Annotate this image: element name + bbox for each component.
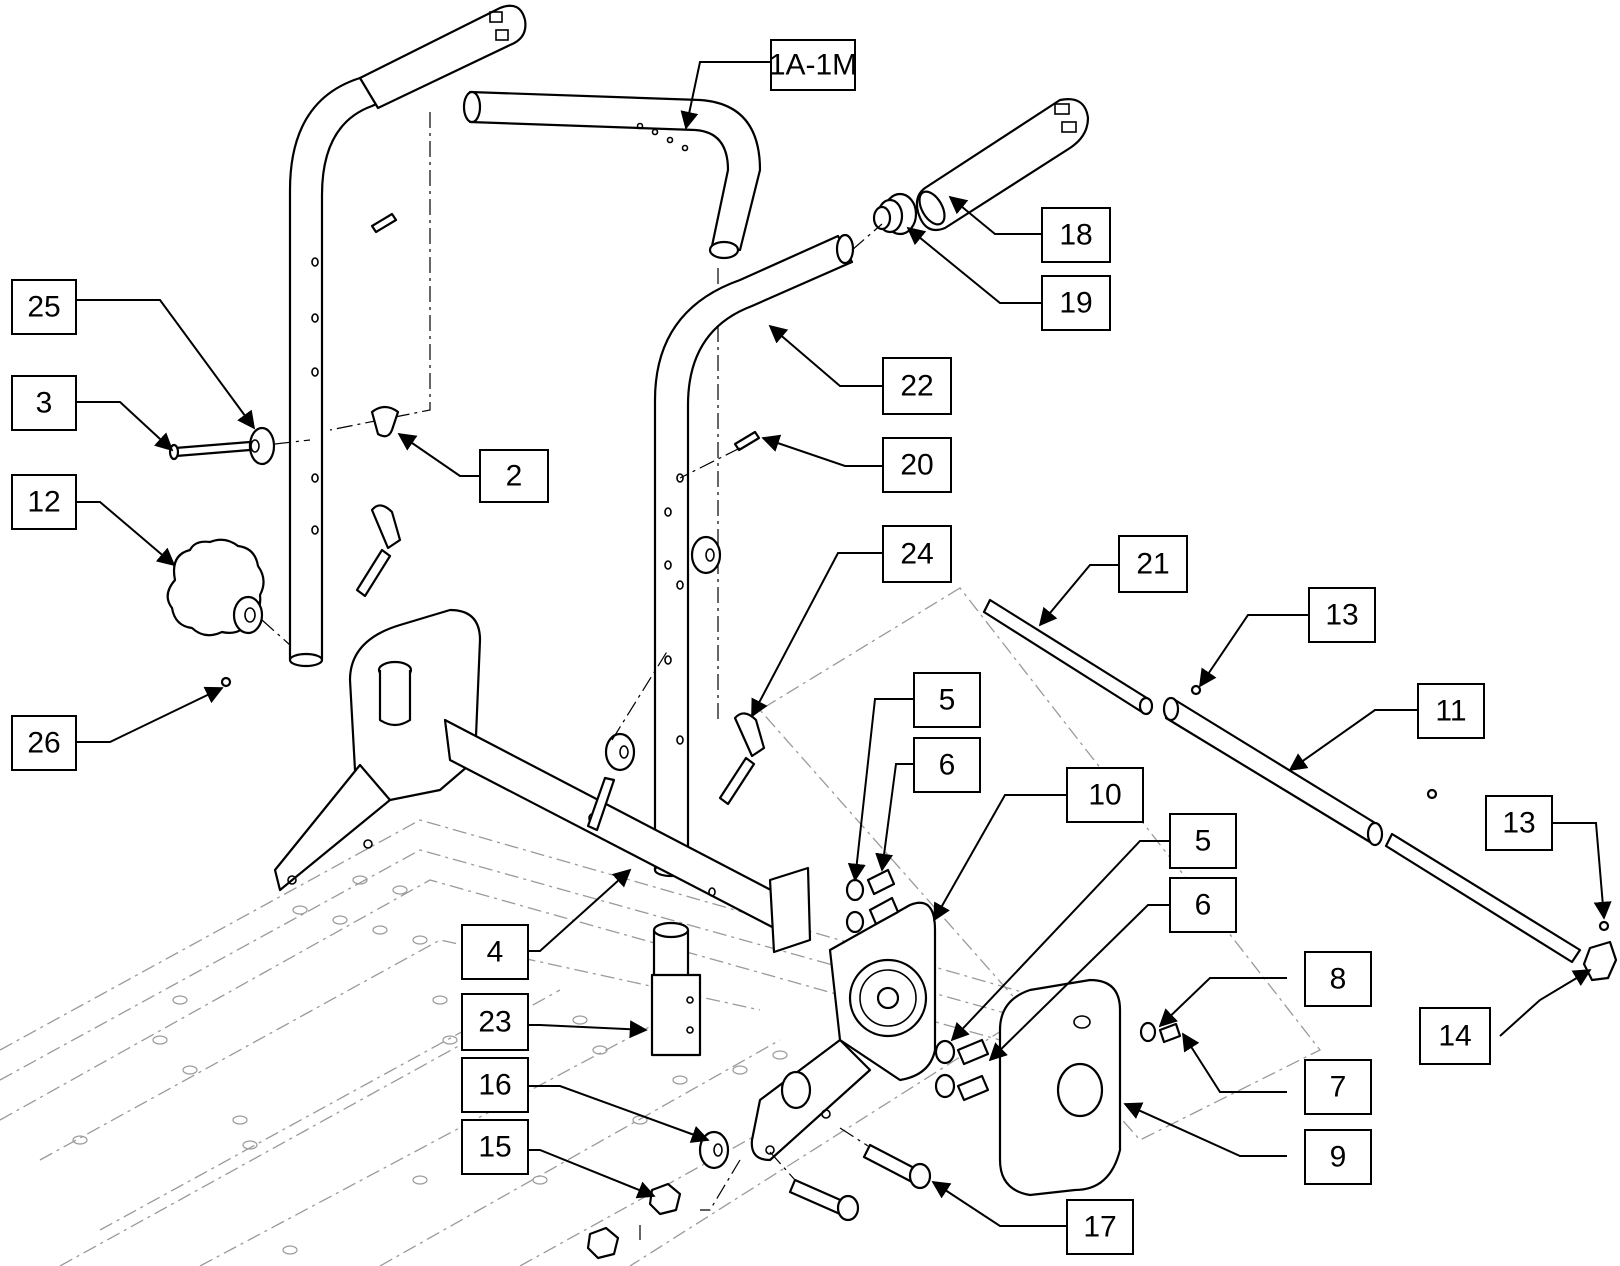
callout-label: 2 bbox=[506, 460, 523, 493]
bumper-part bbox=[698, 1130, 730, 1170]
callout-label: 3 bbox=[36, 387, 53, 420]
spacer-part bbox=[690, 535, 722, 575]
right-handle-part bbox=[653, 233, 855, 878]
callout-2: 2 bbox=[479, 449, 549, 503]
callout-label: 12 bbox=[27, 486, 60, 519]
callout-label: 26 bbox=[27, 727, 60, 760]
callout-22: 22 bbox=[882, 357, 952, 415]
callout-label: 21 bbox=[1136, 548, 1169, 581]
nut-upper-part bbox=[648, 1182, 682, 1216]
callout-label: 11 bbox=[1435, 695, 1466, 728]
left-lever-part bbox=[355, 504, 402, 598]
callout-18: 18 bbox=[1041, 207, 1111, 263]
upper-screw-part bbox=[370, 212, 398, 234]
callout-13-lower: 13 bbox=[1485, 795, 1553, 851]
gear-plate-part bbox=[750, 901, 937, 1162]
callout-label: 7 bbox=[1330, 1071, 1347, 1104]
callout-13-upper: 13 bbox=[1308, 587, 1376, 643]
callout-19: 19 bbox=[1041, 275, 1111, 331]
callout-4: 4 bbox=[461, 924, 529, 980]
back-cane-part bbox=[462, 90, 762, 260]
callout-label: 16 bbox=[478, 1069, 511, 1102]
post-part bbox=[650, 921, 702, 1057]
callout-3: 3 bbox=[11, 375, 77, 431]
right-lever-part bbox=[718, 712, 766, 806]
callout-label: 5 bbox=[1195, 825, 1212, 858]
callout-label: 13 bbox=[1502, 807, 1535, 840]
callout-8: 8 bbox=[1304, 951, 1372, 1007]
callout-24: 24 bbox=[882, 525, 952, 583]
callout-25: 25 bbox=[11, 279, 77, 335]
callout-label: 19 bbox=[1059, 287, 1092, 320]
nut-lower-part bbox=[586, 1226, 620, 1260]
callout-1A-1M: 1A-1M bbox=[769, 39, 857, 91]
screw-20-part bbox=[733, 430, 761, 452]
set-screw-part bbox=[220, 676, 232, 688]
long-bolts-part bbox=[788, 1143, 932, 1222]
callout-label: 20 bbox=[900, 449, 933, 482]
callout-label: 15 bbox=[478, 1131, 511, 1164]
callout-label: 6 bbox=[1195, 889, 1212, 922]
callout-label: 13 bbox=[1325, 599, 1358, 632]
callout-17: 17 bbox=[1066, 1199, 1134, 1255]
screw-washers-upper bbox=[845, 868, 900, 934]
set-screw-13a bbox=[1190, 684, 1202, 696]
bolt-part bbox=[168, 440, 252, 461]
set-screw-13b bbox=[1598, 920, 1610, 932]
callout-5-upper: 5 bbox=[913, 672, 981, 728]
leader-lines bbox=[76, 61, 1612, 1227]
callout-label: 5 bbox=[939, 684, 956, 717]
callout-label: 25 bbox=[27, 291, 60, 324]
rod-21-part bbox=[982, 598, 1154, 716]
callout-label: 17 bbox=[1083, 1211, 1116, 1244]
callout-5-lower: 5 bbox=[1169, 813, 1237, 869]
callout-20: 20 bbox=[882, 437, 952, 493]
cross-tube-part bbox=[443, 718, 812, 954]
callout-label: 9 bbox=[1330, 1141, 1347, 1174]
callout-9: 9 bbox=[1304, 1129, 1372, 1185]
callout-label: 6 bbox=[939, 749, 956, 782]
callout-label: 10 bbox=[1088, 779, 1121, 812]
tube-11-part bbox=[1162, 696, 1582, 964]
end-cap-part bbox=[1582, 940, 1618, 982]
knob-part bbox=[166, 538, 265, 637]
left-mount-bracket bbox=[273, 608, 482, 892]
callout-label: 22 bbox=[900, 370, 933, 403]
screw-7-8-part bbox=[1139, 1021, 1182, 1044]
callout-7: 7 bbox=[1304, 1059, 1372, 1115]
callout-10: 10 bbox=[1066, 767, 1144, 823]
callout-6-upper: 6 bbox=[913, 737, 981, 793]
callout-16: 16 bbox=[461, 1057, 529, 1113]
callout-26: 26 bbox=[11, 715, 77, 771]
bumper-upper-part bbox=[780, 1070, 812, 1110]
callout-21: 21 bbox=[1118, 535, 1188, 593]
seat-base-phantom bbox=[0, 819, 1052, 1266]
clip-part bbox=[370, 405, 400, 438]
callout-label: 18 bbox=[1059, 219, 1092, 252]
set-screw-13c bbox=[1426, 788, 1438, 800]
screw-washers-lower bbox=[934, 1038, 990, 1102]
callout-label: 8 bbox=[1330, 963, 1347, 996]
callout-label: 14 bbox=[1438, 1020, 1471, 1053]
callout-label: 23 bbox=[478, 1006, 511, 1039]
callout-23: 23 bbox=[461, 993, 529, 1051]
grip-adapter-part bbox=[872, 192, 918, 236]
callout-6-lower: 6 bbox=[1169, 877, 1237, 933]
callout-label: 1A-1M bbox=[769, 49, 857, 82]
callout-15: 15 bbox=[461, 1119, 529, 1175]
lower-spacer-part bbox=[586, 732, 636, 832]
cover-plate-part bbox=[998, 978, 1122, 1197]
callout-label: 24 bbox=[900, 538, 933, 571]
left-handle-upright bbox=[288, 4, 527, 668]
callout-11: 11 bbox=[1417, 683, 1485, 739]
callout-label: 4 bbox=[487, 936, 504, 969]
washer-part bbox=[248, 426, 276, 466]
callout-14: 14 bbox=[1419, 1007, 1491, 1065]
callout-12: 12 bbox=[11, 474, 77, 530]
